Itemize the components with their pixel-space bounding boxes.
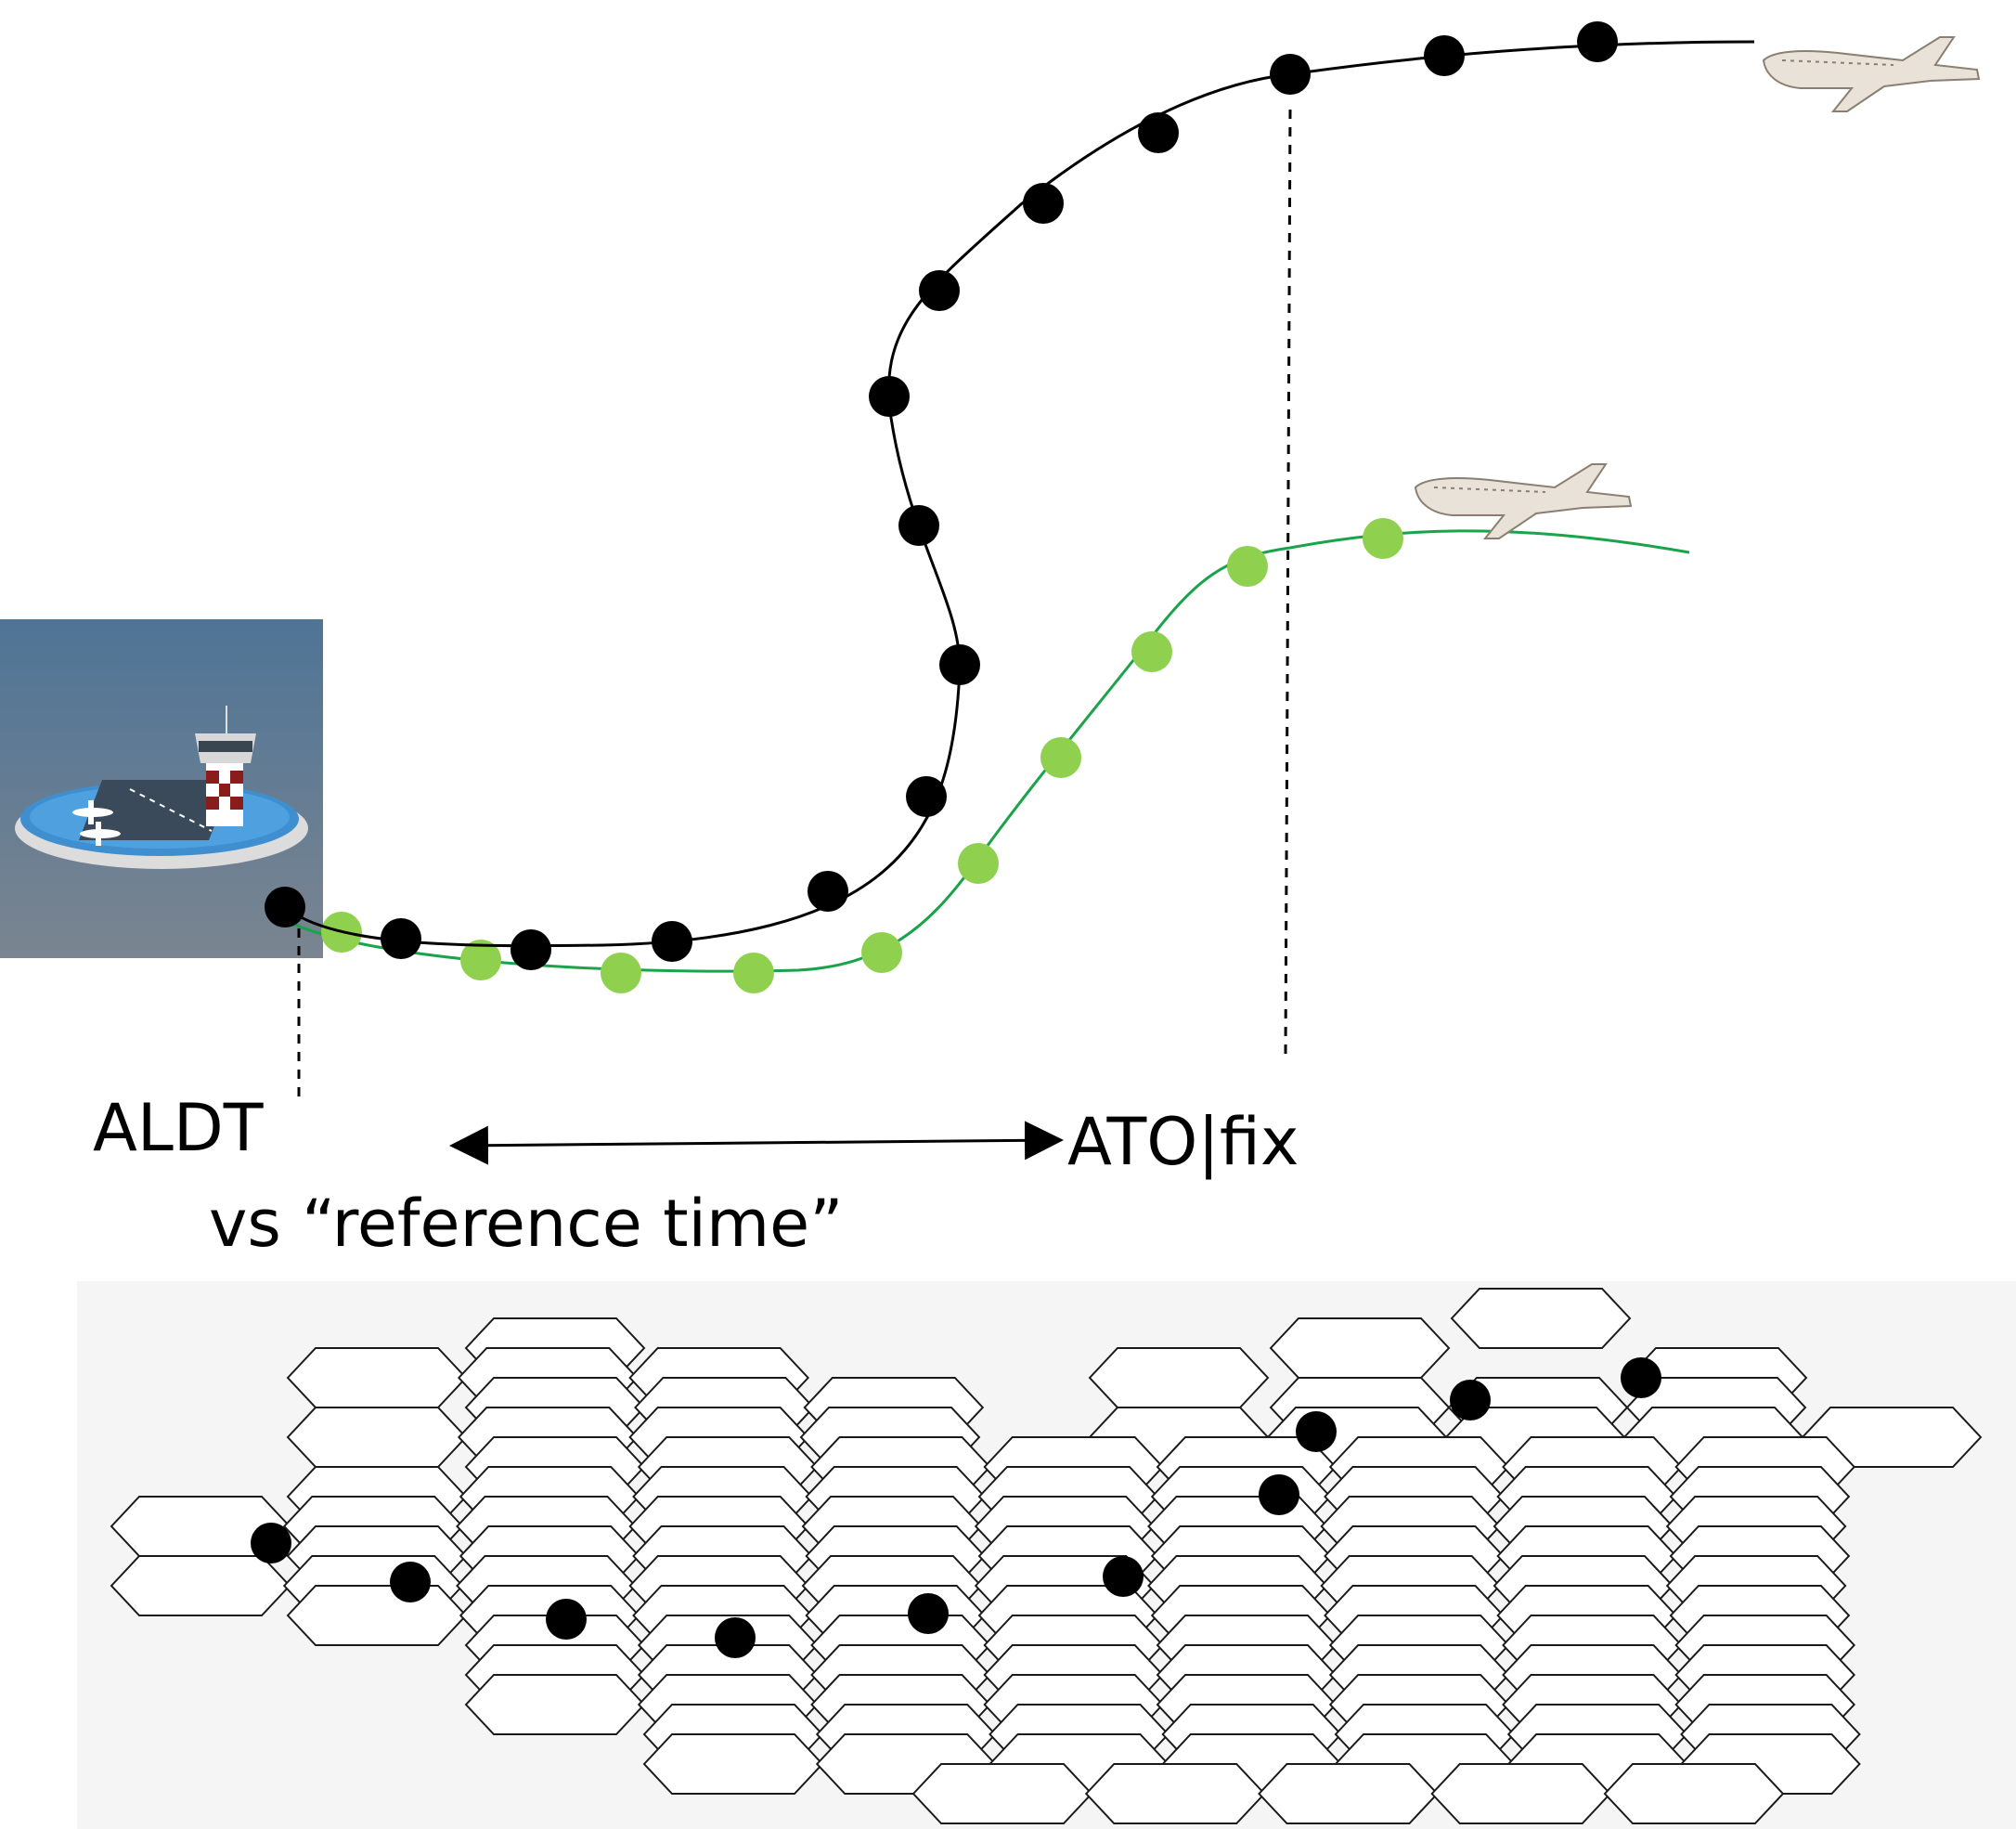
hex-cell — [286, 1407, 468, 1468]
black-track-point — [869, 376, 910, 417]
hex-track-point — [546, 1599, 587, 1640]
hex-cell — [1603, 1763, 1785, 1824]
hex-track-point — [1450, 1380, 1491, 1420]
black-track-point — [919, 270, 960, 311]
hex-cell — [1088, 1347, 1270, 1408]
hex-track-point — [251, 1523, 291, 1563]
green-track-point — [1040, 737, 1081, 778]
green-track-point — [958, 843, 999, 884]
black-track-points — [265, 21, 1618, 970]
black-track-point — [1577, 21, 1618, 62]
hex-cell — [1269, 1317, 1451, 1379]
hex-cell — [464, 1674, 646, 1735]
time-span-arrow — [449, 1121, 1064, 1165]
black-track-point — [510, 929, 551, 970]
green-track-point — [1131, 631, 1172, 672]
black-track-point — [652, 921, 692, 962]
black-track-point — [1138, 112, 1179, 153]
green-track-point — [460, 940, 501, 980]
hex-track-point — [1259, 1474, 1299, 1515]
hex-cell — [286, 1585, 468, 1646]
hexagon-grid — [77, 1281, 2016, 1829]
hex-track-point — [1296, 1411, 1337, 1452]
airport-tower-icon — [0, 619, 323, 958]
ato-fix-dashed-line — [1284, 109, 1292, 1055]
green-track-point — [1227, 546, 1268, 587]
reference-time-label: vs “reference time” — [209, 1186, 844, 1262]
black-track-point — [381, 918, 421, 959]
green-trajectory — [282, 518, 1690, 993]
black-track-point — [1023, 183, 1064, 224]
airliner-icon-bottom — [1414, 463, 1633, 539]
aldt-label: ALDT — [93, 1090, 264, 1166]
black-track-point — [939, 644, 980, 685]
green-track-point — [1363, 518, 1403, 559]
black-track-point — [898, 505, 939, 546]
hex-cell — [1450, 1288, 1632, 1349]
black-track-point — [906, 776, 947, 817]
hex-track-point — [908, 1593, 949, 1634]
hex-track-point — [390, 1562, 431, 1602]
airliner-icon-top — [1762, 36, 1981, 112]
hex-track-point — [1103, 1556, 1144, 1597]
hex-track-point — [715, 1617, 756, 1658]
hex-cell — [110, 1555, 291, 1616]
hex-cell — [642, 1733, 824, 1795]
hex-cells — [110, 1288, 1983, 1824]
green-track-point — [733, 953, 774, 993]
hex-cell — [1258, 1763, 1439, 1824]
black-track-point — [1270, 54, 1311, 95]
hex-track-point — [1621, 1357, 1661, 1398]
green-track-point — [861, 932, 902, 973]
hex-cell — [911, 1763, 1093, 1824]
green-track-point — [601, 953, 641, 993]
black-track-point — [1424, 35, 1465, 76]
hex-cell — [1430, 1763, 1612, 1824]
hex-cell — [286, 1347, 468, 1408]
black-track-point — [265, 887, 305, 927]
ato-fix-label: ATO|fix — [1067, 1104, 1299, 1180]
black-trajectory — [265, 21, 1755, 970]
green-track-points — [321, 518, 1403, 993]
black-track-point — [808, 871, 848, 912]
hex-cell — [1084, 1763, 1266, 1824]
